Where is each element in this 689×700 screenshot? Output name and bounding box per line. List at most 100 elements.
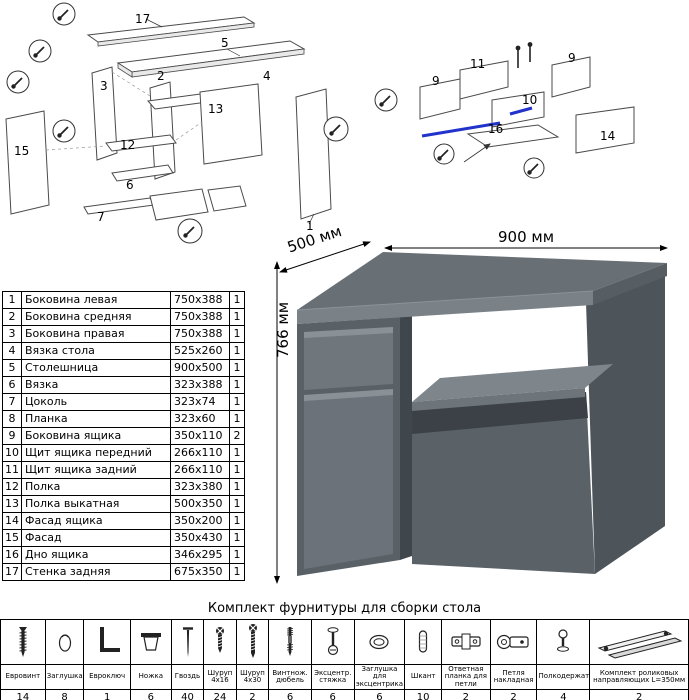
hardware-label: Евровинт	[0, 663, 46, 691]
part-size: 350x430	[170, 529, 230, 547]
part-name: Дно ящика	[21, 546, 171, 564]
callout-number: 13	[208, 102, 223, 116]
hardware-label: Шкант	[404, 663, 442, 691]
callout-number: 14	[600, 129, 615, 143]
part-number: 13	[2, 495, 22, 513]
exploded-view-main: 17 5 3 13 12 15 6 7 2 4 1	[5, 2, 349, 244]
width-dimension-label: 900 мм	[498, 228, 554, 246]
part-name: Столешница	[21, 359, 171, 377]
depth-dimension-arrow	[279, 241, 371, 273]
part-number: 9	[2, 427, 22, 445]
hardware-label: Эксцентр. стяжка	[310, 663, 355, 691]
screw-icon	[515, 42, 533, 68]
hardware-icons-row	[0, 619, 689, 665]
callout-number: 9	[568, 51, 576, 65]
part-qty: 1	[229, 461, 245, 479]
part-name: Стенка задняя	[21, 563, 171, 581]
part-size: 323x60	[170, 410, 230, 428]
part-panel-facade	[5, 110, 50, 215]
hardware-icon-cell	[310, 619, 355, 665]
hardware-label: Евроключ	[83, 663, 132, 691]
part-panel-drawer-front-shield	[491, 91, 545, 128]
part-name: Полка	[21, 478, 171, 496]
hardware-label: Полкодержатель	[536, 663, 591, 691]
desk-drawer-front	[304, 327, 393, 390]
part-panel-drawer-bottom	[466, 124, 560, 148]
hardware-label: Гвоздь	[170, 663, 205, 691]
desk-illustration: 900 мм 500 мм 766 мм	[274, 226, 668, 584]
hardware-qty-row: 14 8 1 6 40 24 2 6 6 6 10 2 2 4 2	[0, 689, 689, 700]
desk-pedestal-side	[400, 312, 412, 560]
hardware-qty: 14	[0, 689, 46, 700]
part-name: Боковина правая	[21, 325, 171, 343]
callout-number: 4	[263, 69, 271, 83]
part-size: 750x388	[170, 308, 230, 326]
height-dimension-label: 766 мм	[274, 302, 292, 358]
desk-tabletop-right-edge	[593, 263, 667, 305]
part-qty: 1	[229, 359, 245, 377]
part-name: Боковина левая	[21, 291, 171, 309]
part-size: 675x350	[170, 563, 230, 581]
hardware-icon-cell	[353, 619, 406, 665]
hardware-qty: 6	[310, 689, 355, 700]
part-number: 3	[2, 325, 22, 343]
shelf-pin-icon	[557, 629, 570, 652]
fastener-detail-icon	[523, 157, 545, 179]
part-qty: 1	[229, 342, 245, 360]
hardware-icon-cell	[268, 619, 312, 665]
part-qty: 1	[229, 529, 245, 547]
assembly-guide-line	[45, 145, 107, 151]
roller-guide-highlight	[509, 106, 533, 116]
part-name: Боковина ящика	[21, 427, 171, 445]
part-qty: 2	[229, 427, 245, 445]
part-number: 5	[2, 359, 22, 377]
part-size: 500x350	[170, 495, 230, 513]
desk-door-chamfer	[304, 389, 393, 401]
hardware-qty: 6	[353, 689, 406, 700]
part-size: 346x295	[170, 546, 230, 564]
part-size: 750x388	[170, 325, 230, 343]
callout-number: 6	[126, 178, 134, 192]
hardware-qty: 1	[83, 689, 132, 700]
callout-number: 10	[522, 93, 537, 107]
part-size: 900x500	[170, 359, 230, 377]
part-number: 2	[2, 308, 22, 326]
part-number: 15	[2, 529, 22, 547]
cap-plug-icon	[58, 634, 71, 652]
part-size: 266x110	[170, 461, 230, 479]
fastener-detail-icon	[28, 39, 52, 63]
part-panel-right-side	[91, 66, 118, 161]
part-number: 11	[2, 461, 22, 479]
fastener-detail-icon	[52, 119, 76, 143]
part-size: 350x110	[170, 427, 230, 445]
part-qty: 1	[229, 512, 245, 530]
part-panel-desk-tie	[199, 83, 263, 165]
roller-guides-icon	[597, 630, 683, 659]
exploded-view-drawer: 11 9 9 10 16 14	[374, 42, 635, 179]
nail-icon	[182, 627, 193, 657]
desk-keyboard-tray-edge	[412, 388, 585, 411]
part-size: 525x260	[170, 342, 230, 360]
hardware-icon-cell	[235, 619, 270, 665]
part-qty: 1	[229, 376, 245, 394]
desk-tabletop-highlight	[296, 290, 594, 311]
part-qty: 1	[229, 325, 245, 343]
hardware-icon-cell	[44, 619, 85, 665]
hardware-label: Ответная планка для петли	[440, 663, 491, 691]
part-qty: 1	[229, 410, 245, 428]
part-name: Фасад	[21, 529, 171, 547]
desk-tabletop	[297, 252, 667, 310]
hardware-labels-row: Евровинт Заглушка Евроключ Ножка Гвоздь …	[0, 663, 689, 691]
part-qty: 1	[229, 546, 245, 564]
part-qty: 1	[229, 444, 245, 462]
desk-drawer-chamfer	[304, 327, 393, 338]
callout-leader	[226, 48, 241, 57]
